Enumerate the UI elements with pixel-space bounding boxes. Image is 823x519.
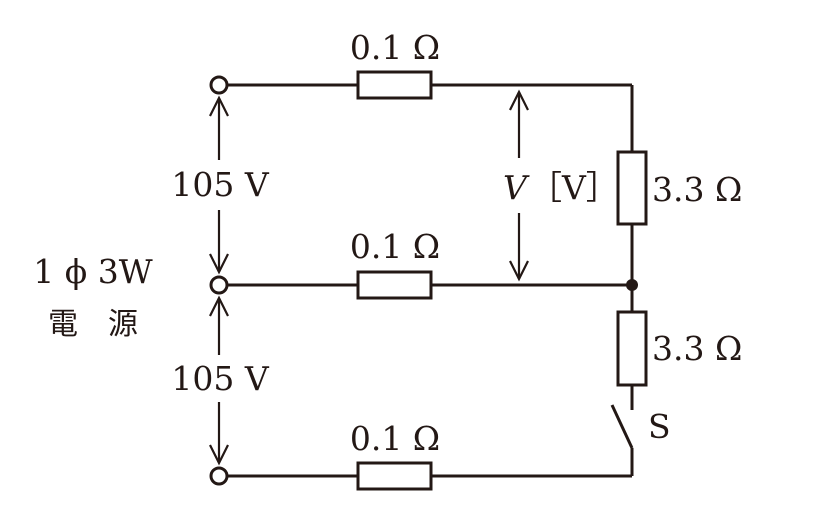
switch-blade: [610, 404, 634, 449]
measured-voltage-symbol: V: [503, 168, 530, 207]
bottom-line-resistor: [356, 461, 433, 491]
middle-terminal: [209, 275, 229, 295]
switch-label: S: [648, 407, 671, 446]
top-resistor-label: 0.1 Ω: [350, 28, 440, 67]
top-line-resistor: [356, 70, 433, 100]
middle-resistor-label: 0.1 Ω: [350, 227, 440, 266]
top-terminal: [209, 75, 229, 95]
junction-dot: [626, 279, 638, 291]
lower-load-label: 3.3 Ω: [652, 329, 742, 368]
lower-voltage-arrows: [209, 295, 229, 466]
upper-load-resistor: [616, 150, 648, 226]
upper-load-label: 3.3 Ω: [652, 170, 742, 209]
bottom-resistor-label: 0.1 Ω: [350, 419, 440, 458]
source-label-line2: 電 源: [48, 307, 138, 342]
lower-load-resistor: [616, 310, 648, 387]
upper-voltage-label: 105 V: [171, 165, 269, 204]
middle-line-resistor: [356, 270, 433, 300]
source-label-line1: 1 ϕ 3W: [33, 252, 152, 291]
upper-voltage-arrows: [209, 95, 229, 275]
measured-voltage-unit: ［V］: [529, 168, 619, 207]
lower-voltage-label: 105 V: [171, 359, 269, 398]
measured-voltage-arrows: [509, 89, 529, 282]
bottom-terminal: [209, 466, 229, 486]
wires: [227, 83, 634, 478]
